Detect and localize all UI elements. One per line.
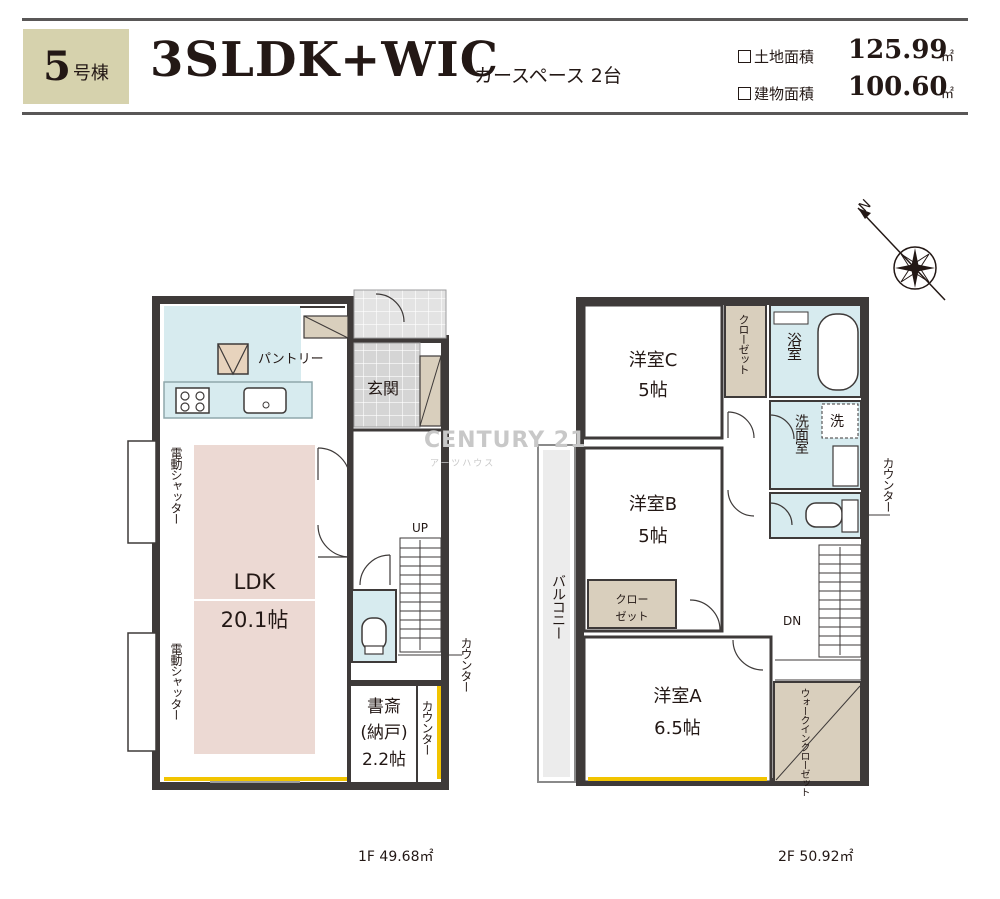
down-label: DN [783,614,802,628]
washer-label: 洗 [830,414,844,430]
header-bottom-rule [22,112,968,115]
closet-c-label: クローゼット [737,314,750,374]
floor-2-plan [537,297,890,786]
stove [175,387,210,414]
pantry-label: パントリー [258,352,324,367]
checkbox-icon [738,87,751,100]
study-subname: (納戸) [360,723,408,743]
wic-label: ウォークインクローゼット [798,688,809,796]
porch [353,289,447,339]
floor1-toilet [361,617,387,651]
floor2-stairs [775,544,862,681]
entrance-label: 玄関 [367,379,400,398]
watermark-brand: CENTURY 21 [424,428,587,453]
floor1-caption: 1F 49.68㎡ [358,849,434,865]
room-b-size: 5帖 [638,526,668,547]
building-suffix: 号棟 [72,62,109,84]
building-number: 5 [43,43,71,90]
closet-c [724,304,767,398]
closet-b [587,579,677,629]
shutter-bottom-label: 電動シャッター [169,643,183,720]
up-label: UP [412,521,429,535]
floor2-doors [689,411,795,671]
room-a-size: 6.5帖 [654,718,701,739]
floor1-stairs [399,537,442,653]
ldk-name: LDK [233,570,276,594]
washer-space [821,403,859,439]
shutter-top [127,440,157,544]
vanity [832,445,859,487]
shutter-top-label: 電動シャッター [169,447,183,524]
floor2-toilet [805,502,843,528]
entrance-floor [353,342,421,428]
ldk-size: 20.1帖 [220,608,289,632]
land-area-label: 土地面積 [754,48,815,66]
header-top-rule [22,18,968,21]
room-a-name: 洋室A [653,686,702,707]
land-area-value: 125.99 [848,35,948,65]
compass-icon [857,207,946,301]
floor2-caption: 2F 50.92㎡ [778,849,854,865]
counter-outer-label: カウンター [459,637,473,692]
room-c-size: 5帖 [638,380,668,401]
counter-2f-label: カウンター [881,457,895,512]
study-size: 2.2帖 [361,750,407,770]
room-b-name: 洋室B [628,494,678,515]
room-c [582,303,724,440]
room-c-name: 洋室C [628,350,678,371]
checkbox-icon [738,50,751,63]
fridge [217,343,249,375]
washroom-label: 洗面室 [793,414,809,453]
shutter-bottom [127,632,157,752]
building-badge: 5 号棟 [23,29,129,104]
floor-1-plan [127,289,462,790]
counter-inner-label: カウンター [420,700,434,755]
bath-label: 浴室 [785,332,803,360]
closet-b-line2: ゼット [615,610,649,623]
study-name: 書斎 [367,697,401,717]
land-area-unit: ㎡ [941,50,955,65]
floor1-doors [317,293,405,586]
land-area: 土地面積 125.99 ㎡ [738,35,954,67]
closet-b-line1: クロー [615,593,649,606]
watermark-sub: アーツハウス [430,459,496,469]
balcony-label: バルコニー [550,574,566,639]
building-area-value: 100.60 [848,72,948,102]
building-area-unit: ㎡ [941,87,955,102]
building-area: 建物面積 100.60 ㎡ [738,72,954,104]
layout-title: 3SLDK+WIC [150,32,499,88]
car-space: カースペース 2台 [474,65,622,87]
room-a [582,635,773,784]
sink [243,387,287,414]
building-area-label: 建物面積 [754,85,815,103]
bathtub [817,313,859,391]
